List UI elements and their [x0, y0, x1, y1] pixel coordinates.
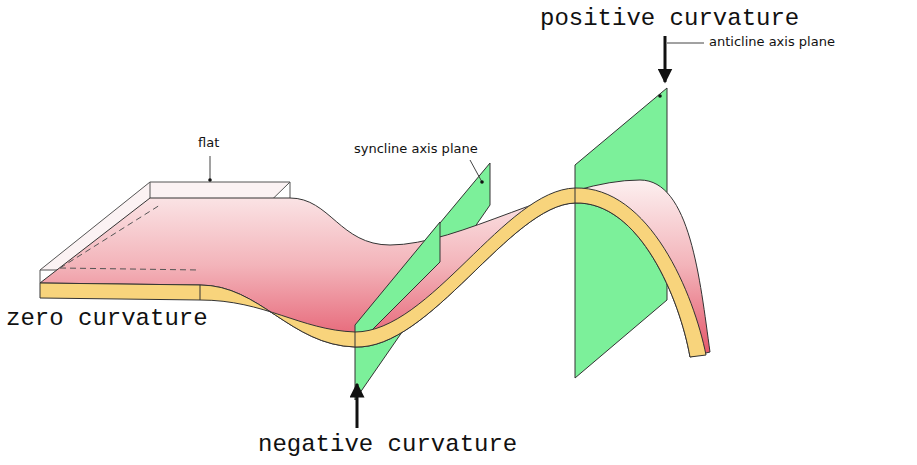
flat-box-edge — [40, 270, 41, 283]
leader-line — [210, 156, 211, 180]
plane-label: anticline axis plane — [709, 35, 835, 49]
curvature-arrow — [664, 36, 667, 82]
curvature-arrow — [356, 384, 359, 428]
layer-band-edge — [200, 285, 201, 300]
leader-line — [470, 160, 482, 182]
plane-label: syncline axis plane — [354, 142, 478, 156]
flat-box-edge — [290, 182, 291, 198]
leader-dot — [658, 94, 662, 98]
curvature-label: positive curvature — [540, 6, 799, 32]
layer-band-edge — [355, 332, 356, 347]
leader-dot — [208, 178, 212, 182]
leader-dot — [480, 180, 484, 184]
curvature-label: negative curvature — [258, 432, 517, 458]
leader-line — [667, 43, 704, 44]
flat-dashed-edge — [60, 268, 200, 270]
flat-box-edge — [150, 182, 151, 198]
flat-dashed-edge — [60, 205, 160, 268]
curvature-label: zero curvature — [6, 306, 208, 332]
layer-band-edge — [575, 188, 576, 203]
part-label: flat — [198, 136, 219, 150]
